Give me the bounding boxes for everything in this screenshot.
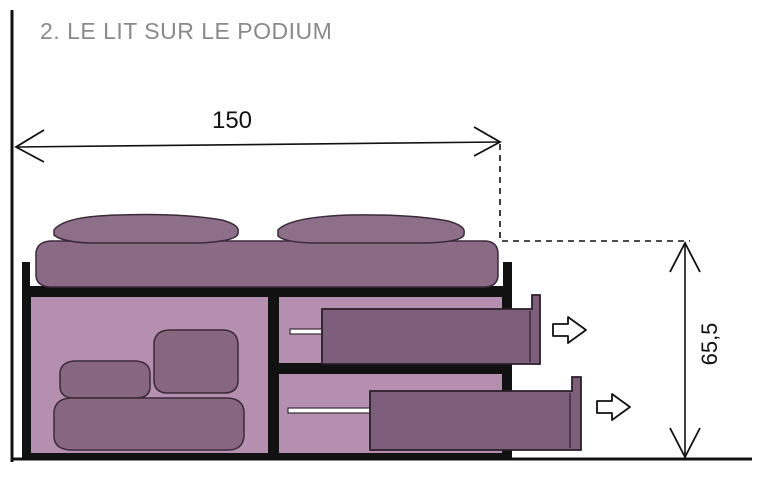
cushion-large-bottom bbox=[53, 397, 245, 451]
bed-post-right bbox=[503, 262, 512, 292]
mattress bbox=[35, 240, 499, 288]
width-label: 150 bbox=[212, 107, 252, 134]
height-arrowhead-bottom bbox=[669, 427, 701, 459]
upper-drawer bbox=[321, 294, 541, 365]
lower-drawer-handle-bar bbox=[287, 407, 379, 414]
width-arrowhead-left bbox=[14, 129, 45, 163]
cushion-upright bbox=[153, 329, 239, 394]
pillow-right bbox=[277, 214, 465, 244]
lower-drawer-pull-arrow-icon bbox=[596, 393, 631, 421]
height-arrowhead-top bbox=[669, 241, 701, 273]
width-dimension-line bbox=[15, 141, 501, 148]
lower-drawer bbox=[369, 376, 582, 451]
diagram-title: 2. LE LIT SUR LE PODIUM bbox=[40, 18, 333, 44]
height-label: 65,5 bbox=[697, 323, 722, 366]
upper-drawer-pull-arrow-icon bbox=[552, 316, 587, 344]
height-dimension bbox=[502, 240, 701, 459]
width-arrowhead-right bbox=[473, 126, 502, 157]
bed-post-left bbox=[22, 262, 30, 292]
pillow-left bbox=[53, 213, 239, 244]
width-dimension bbox=[14, 126, 502, 242]
cushion-small-left bbox=[59, 360, 151, 399]
